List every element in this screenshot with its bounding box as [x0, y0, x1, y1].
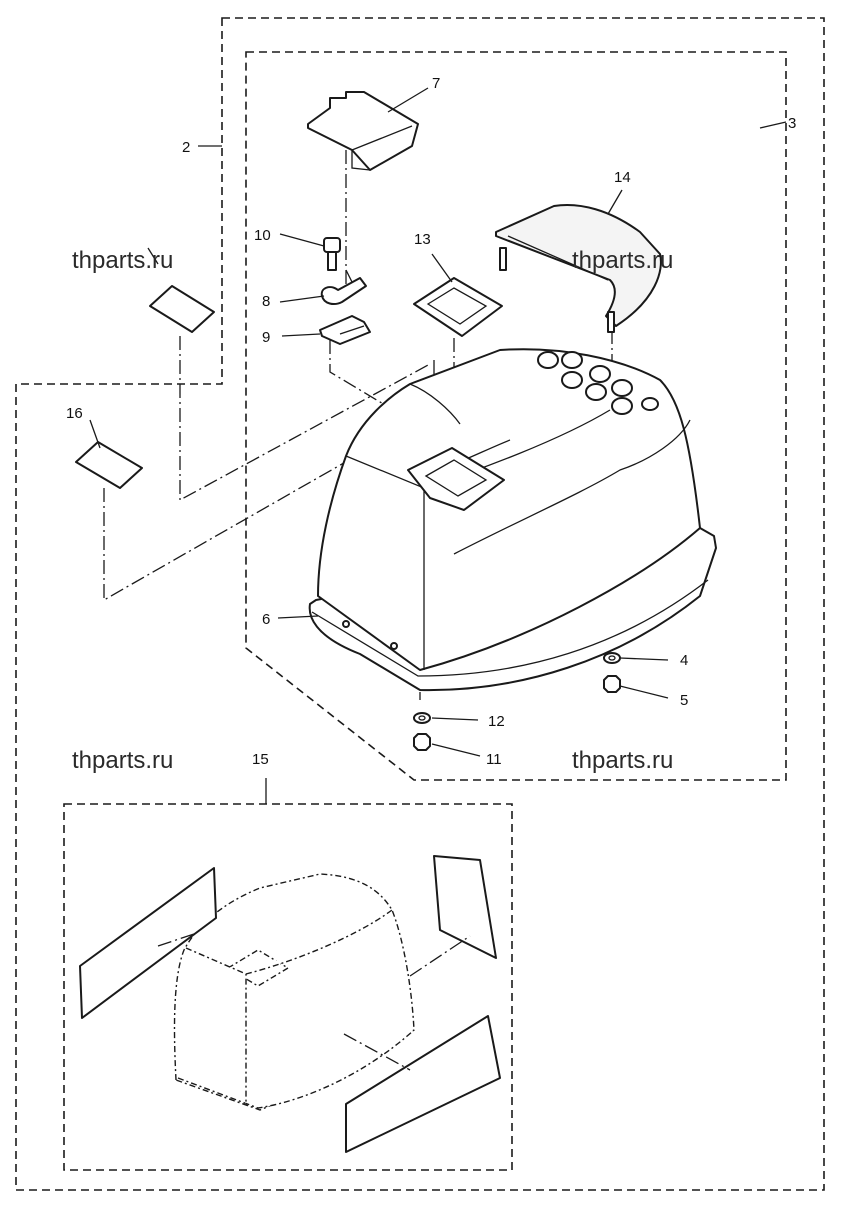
watermarks: thparts.ru thparts.ru thparts.ru thparts… — [72, 247, 673, 774]
part-14-cap — [495, 204, 662, 333]
callout-labels: 2 3 4 5 6 7 8 9 10 11 12 13 14 15 16 — [66, 75, 796, 768]
watermark-1: thparts.ru — [72, 247, 173, 274]
callout-3: 3 — [788, 115, 796, 132]
part-10-bolt — [323, 237, 341, 271]
assembly-3-boundary — [245, 51, 787, 781]
part-8-clip — [320, 269, 367, 305]
part-4-washer — [603, 652, 621, 664]
cowling-bosses — [537, 351, 659, 415]
label-sticker-1 — [149, 285, 215, 333]
part-16-sticker — [75, 441, 143, 489]
callout-7: 7 — [432, 75, 440, 92]
callout-12: 12 — [488, 713, 505, 730]
watermark-3: thparts.ru — [72, 747, 173, 774]
assembly-2-boundary — [15, 17, 825, 1191]
callout-11: 11 — [486, 751, 502, 768]
callout-5: 5 — [680, 692, 688, 709]
part-13-seal — [413, 277, 503, 337]
watermark-2: thparts.ru — [572, 247, 673, 274]
part-3-cowling — [308, 348, 717, 692]
callout-13: 13 — [414, 231, 431, 248]
callout-4: 4 — [680, 652, 688, 669]
callout-8: 8 — [262, 293, 270, 310]
callout-10: 10 — [254, 227, 271, 244]
part-12-washer — [413, 712, 431, 724]
callout-9: 9 — [262, 329, 270, 346]
watermark-4: thparts.ru — [572, 747, 673, 774]
part-5-nut — [603, 675, 621, 693]
part-15-decal-set — [79, 855, 501, 1153]
assembly-15-boundary — [63, 803, 513, 1171]
callout-2: 2 — [182, 139, 190, 156]
callout-6: 6 — [262, 611, 270, 628]
part-11-nut — [413, 733, 431, 751]
callout-14: 14 — [614, 169, 631, 186]
leader-lines — [89, 87, 787, 804]
callout-16: 16 — [66, 405, 83, 422]
part-7-plate — [307, 91, 419, 171]
callout-15: 15 — [252, 751, 269, 768]
part-9-bracket — [319, 315, 371, 345]
